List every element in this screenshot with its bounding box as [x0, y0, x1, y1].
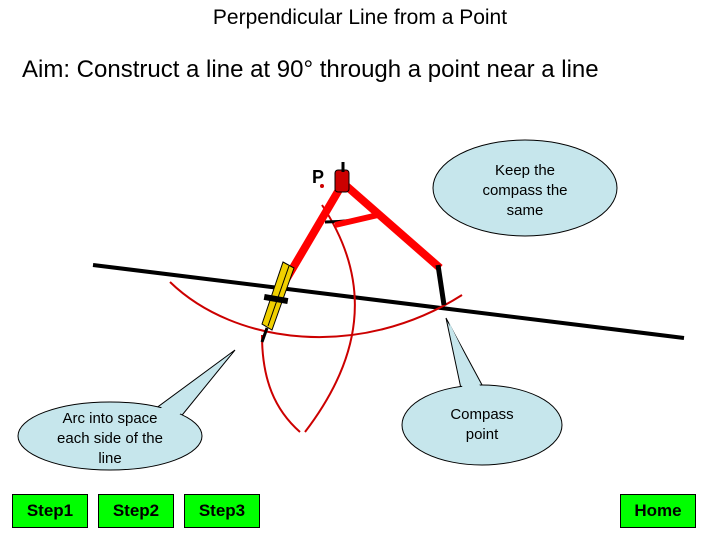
page-title: Perpendicular Line from a Point	[212, 6, 508, 29]
pencil-icon	[260, 261, 295, 343]
compass-point-text: Compass point	[450, 406, 514, 443]
step1-button[interactable]: Step1	[12, 494, 88, 528]
aim-statement: Aim: Construct a line at 90° through a p…	[22, 56, 599, 83]
side-arc	[261, 334, 301, 433]
arc-space-text: Arc into space each side of the line	[57, 410, 163, 467]
point-p-label: P	[312, 167, 325, 187]
point-p-marker	[320, 184, 324, 188]
step3-button[interactable]: Step3	[184, 494, 260, 528]
step2-button[interactable]: Step2	[98, 494, 174, 528]
compass-icon	[273, 162, 447, 306]
compass-point-bubble	[401, 317, 563, 466]
intersection-arc	[169, 281, 463, 338]
arc-space-bubble	[17, 349, 236, 471]
keep-compass-text: Keep the compass the same	[482, 162, 568, 219]
keep-compass-bubble	[432, 139, 618, 237]
home-button[interactable]: Home	[620, 494, 696, 528]
base-line	[92, 263, 685, 340]
construction-arc	[304, 204, 356, 433]
